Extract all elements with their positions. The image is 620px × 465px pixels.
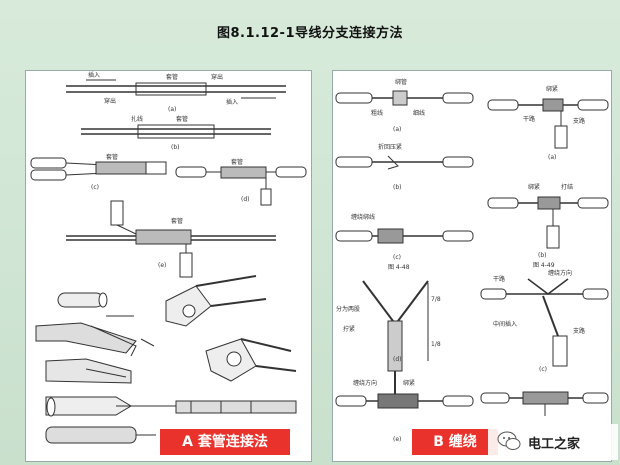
label-fig-b: (b)	[171, 144, 180, 151]
winding-diagrams: 绑管 粗线 细线 (a) 折回压紧 (b) 缠绕绑线 (c) 图 4-4	[335, 78, 609, 443]
label-ratio-bot: 1/8	[431, 341, 441, 348]
label-fig449: 图 4-49	[533, 262, 555, 269]
label-wire-a: 粗线	[371, 109, 383, 117]
label-wind-dir2: 缠绕方向	[548, 269, 572, 277]
label-sleeve-e: 绑紧	[403, 379, 415, 387]
label-in2: 插入	[226, 98, 238, 106]
label-out2: 穿出	[104, 97, 116, 105]
diagram-e: 套管 (e)	[66, 200, 276, 278]
label-wire-a2: 细线	[413, 109, 425, 117]
label-wind-c: 缠绕绑线	[351, 213, 375, 221]
diagram-rb: 折回压紧 (b)	[335, 143, 474, 191]
label-fig-e: (e)	[158, 262, 166, 269]
label-ratio-top: 7/8	[431, 296, 441, 303]
diagram-rc: 缠绕绑线 (c) 图 4-48	[335, 213, 474, 271]
winding-method-banner: B 缠绕	[412, 429, 498, 455]
diagram-rd: 7/8 1/8 分为两股 拧紧 (d)	[336, 280, 441, 401]
label-fold-b: 折回压紧	[378, 143, 402, 151]
diagram-c: 套管 (c)	[30, 153, 167, 191]
diagram-r3: 干路 缠绕方向 中间插入 支路 (c)	[480, 269, 609, 373]
label-sleeve-r1: 绑紧	[546, 85, 558, 93]
diagram-r4	[480, 391, 609, 416]
label-trunk: 干路	[523, 115, 535, 123]
diagram-ra: 绑管 粗线 细线 (a)	[335, 78, 474, 133]
label-branch2: 支路	[573, 327, 585, 335]
diagram-r2: 绑紧 打结 (b) 图 4-49	[487, 183, 609, 269]
sleeve-connection-panel: 插入 套管 穿出 穿出 插入 (a) 扎线 套管 (b)	[25, 70, 312, 462]
label-wind-dir: 缠绕方向	[353, 379, 377, 387]
label-trunk2: 干路	[493, 275, 505, 283]
label-fig-c: (c)	[393, 254, 401, 261]
diagram-re: 缠绕方向 绑紧 (e)	[335, 379, 474, 443]
label-in1: 插入	[88, 71, 100, 79]
watermark: 电工之家	[488, 424, 618, 460]
sleeve-tool-illustration	[35, 275, 297, 444]
label-fig-r2: (b)	[538, 252, 547, 259]
diagram-r1: 绑紧 干路 支路 (a)	[487, 85, 609, 161]
label-sleeve3: 套管	[106, 153, 118, 161]
label-twist: 拧紧	[343, 325, 355, 333]
label-fig-c: (c)	[91, 184, 99, 191]
sleeve-diagrams: 插入 套管 穿出 穿出 插入 (a) 扎线 套管 (b)	[30, 71, 307, 444]
label-fig-a: (a)	[168, 106, 176, 113]
label-fig-e: (e)	[393, 436, 401, 443]
label-sleeve-a: 绑管	[395, 78, 407, 86]
label-fig-b: (b)	[393, 184, 402, 191]
label-sleeve4: 套管	[231, 158, 243, 166]
winding-connection-panel: 绑管 粗线 细线 (a) 折回压紧 (b) 缠绕绑线 (c) 图 4-4	[332, 70, 612, 462]
sleeve-method-banner: A 套管连接法	[160, 429, 290, 455]
label-fig-d: (d)	[393, 356, 402, 363]
label-sleeve5: 套管	[171, 217, 183, 225]
label-out1: 穿出	[211, 73, 223, 81]
label-fig-r1: (a)	[548, 154, 556, 161]
label-fig448: 图 4-48	[388, 264, 410, 271]
label-knot: 打结	[561, 183, 573, 191]
label-sleeve1: 套管	[166, 73, 178, 81]
label-branch: 支路	[573, 117, 585, 125]
label-sleeve2: 套管	[176, 115, 188, 123]
wechat-icon	[497, 431, 521, 450]
label-fig-d: (d)	[241, 196, 250, 203]
diagram-a: 插入 套管 穿出 穿出 插入 (a)	[66, 71, 286, 113]
label-fig-a: (a)	[393, 126, 401, 133]
label-bundle: 扎线	[131, 115, 143, 123]
label-mid-insert: 中间插入	[493, 320, 517, 328]
page-title: 图8.1.12-1导线分支连接方法	[217, 26, 403, 41]
label-split: 分为两股	[336, 305, 360, 313]
diagram-b: 扎线 套管 (b)	[81, 115, 271, 151]
label-fig-r3: (c)	[539, 366, 547, 373]
watermark-text: 电工之家	[528, 437, 581, 452]
diagram-d: 套管 (d)	[175, 158, 307, 206]
label-sleeve-r2: 绑紧	[528, 183, 540, 191]
